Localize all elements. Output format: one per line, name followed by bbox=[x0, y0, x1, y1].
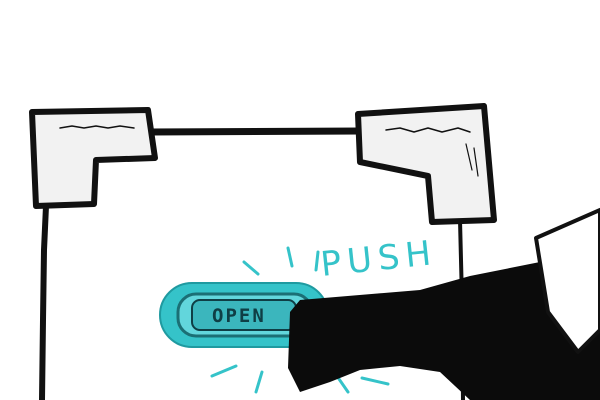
open-button[interactable]: OPEN bbox=[159, 282, 329, 348]
frame-left-post bbox=[39, 203, 49, 400]
left-corner-bracket bbox=[29, 107, 158, 209]
push-caption: PUSH bbox=[319, 233, 439, 285]
frame-top-beam bbox=[146, 127, 366, 136]
shirt-cuff bbox=[534, 208, 600, 354]
open-button-label: OPEN bbox=[212, 305, 266, 327]
right-corner-bracket bbox=[355, 103, 497, 225]
pressing-arm bbox=[288, 246, 600, 400]
